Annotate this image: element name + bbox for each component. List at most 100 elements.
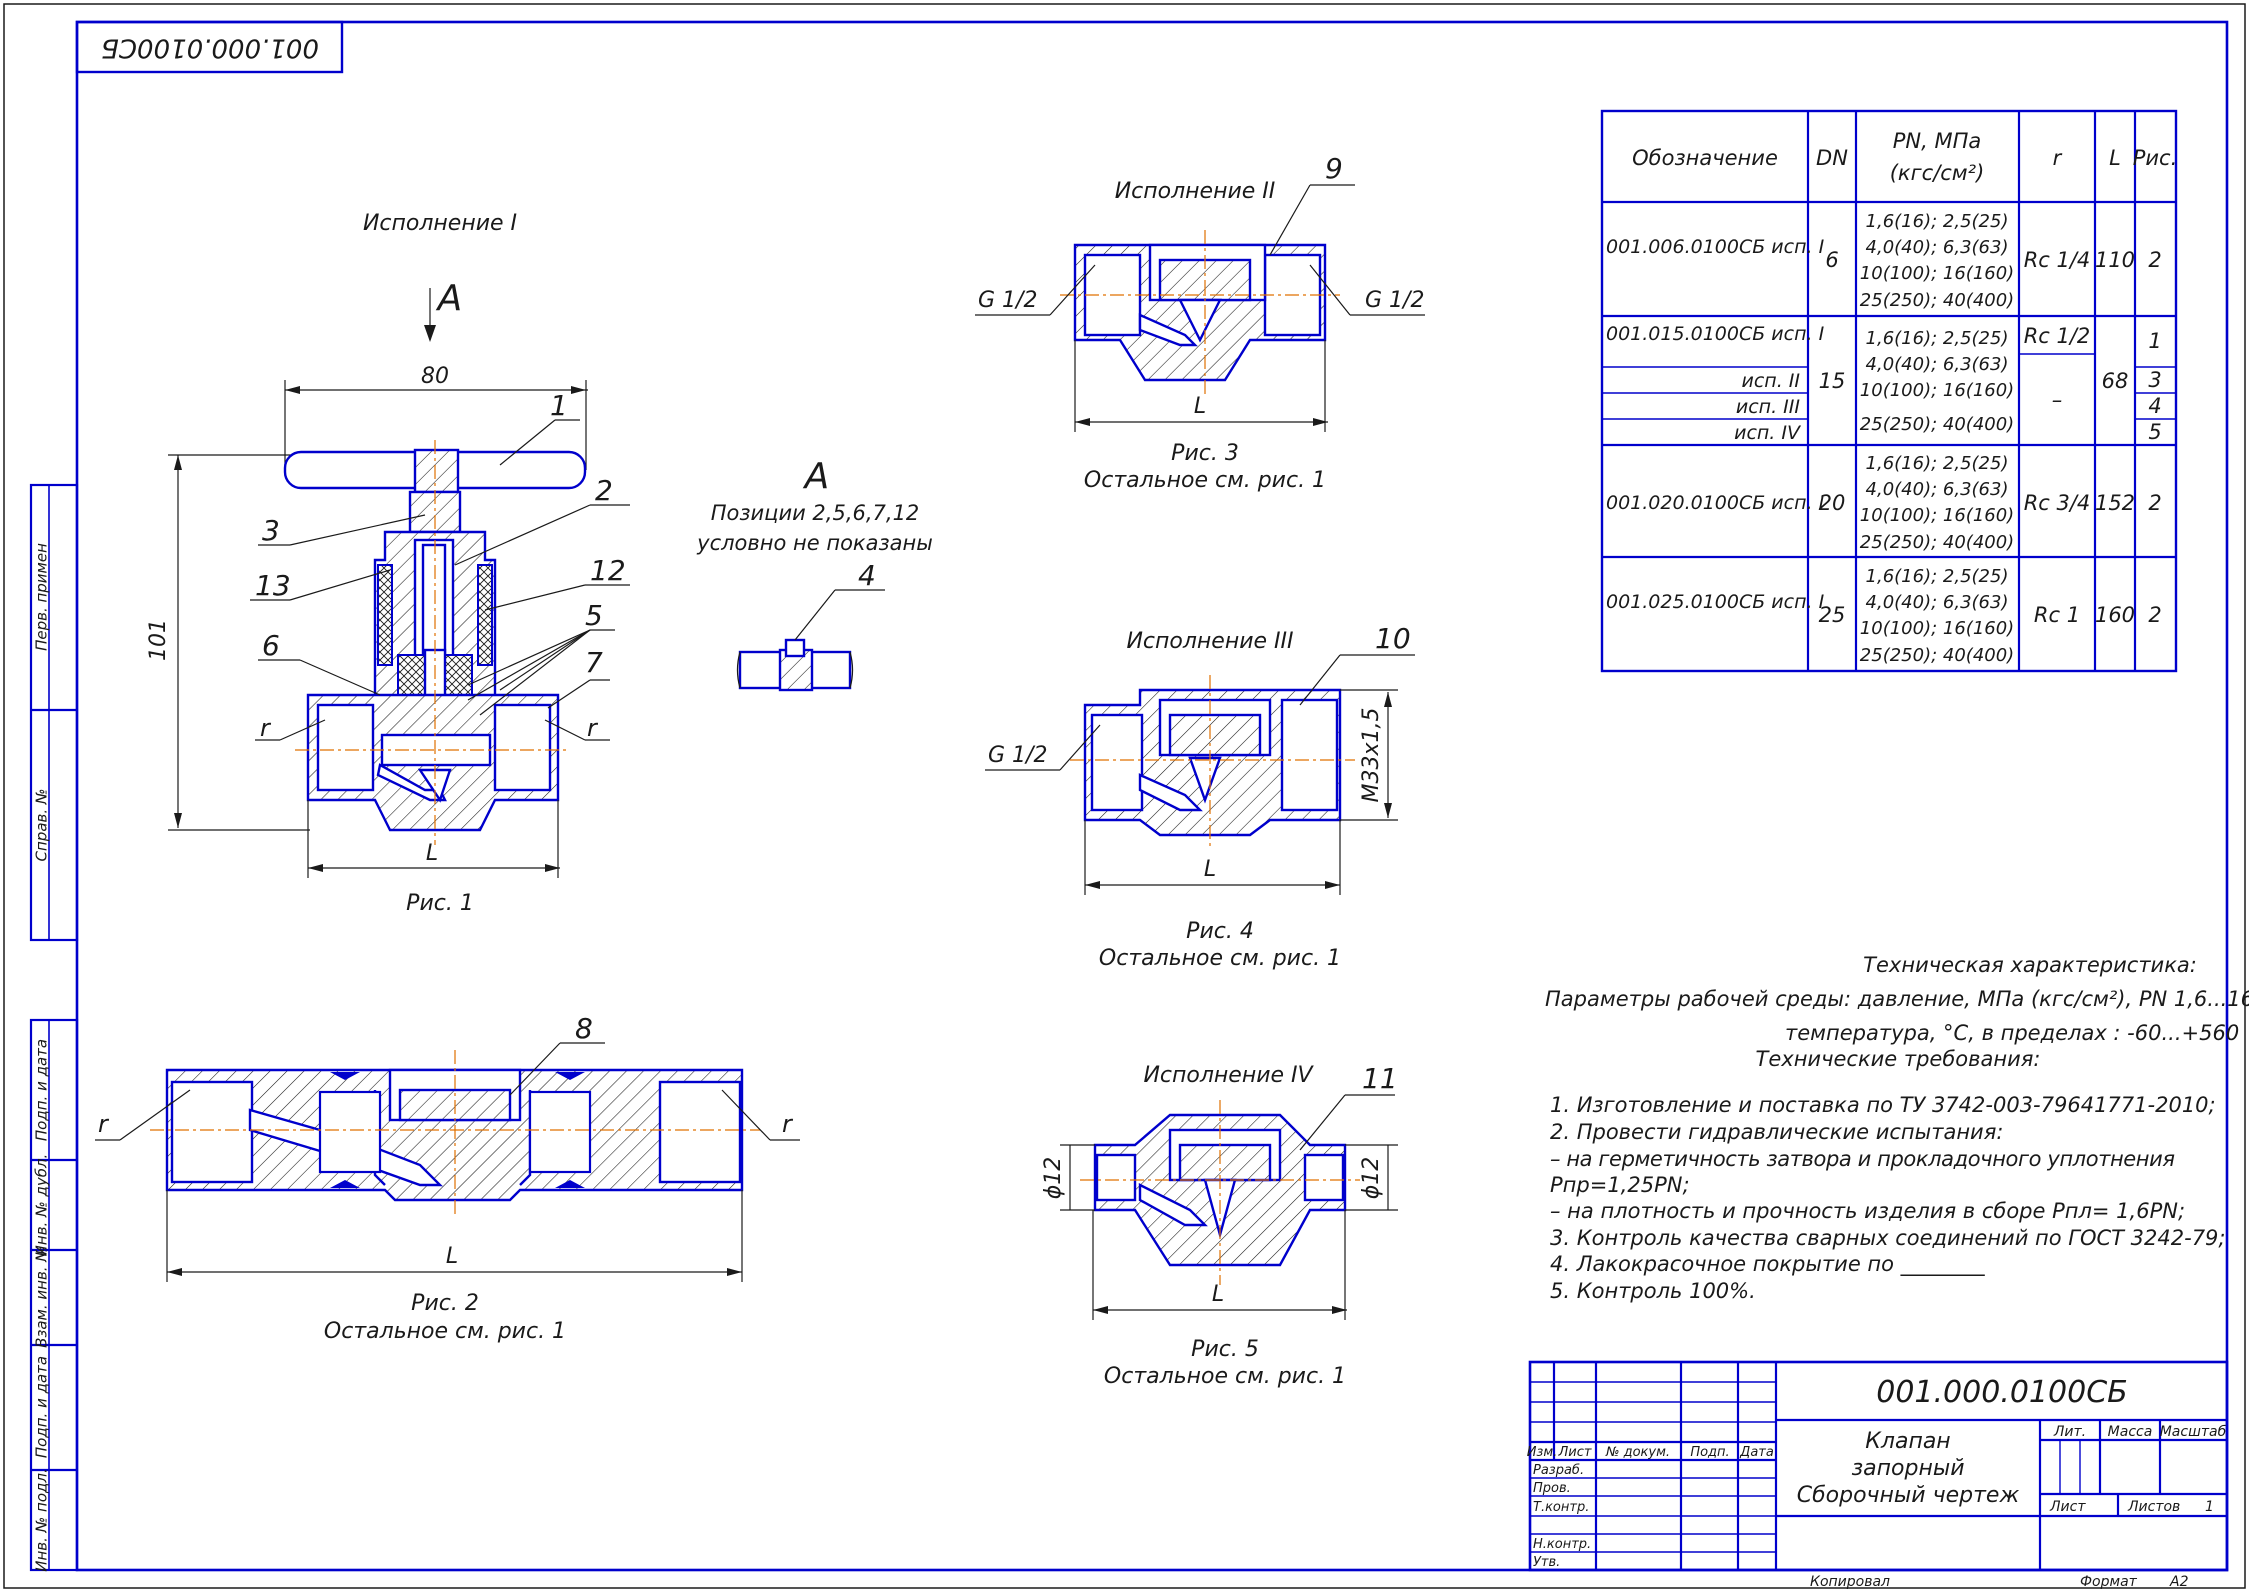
row2-r2: – <box>2052 388 2063 412</box>
fig1-pos-7: 7 <box>585 646 603 679</box>
fig1-r-right: r <box>587 714 599 742</box>
tech-item-3: – на герметичность затвора и прокладочно… <box>1550 1147 2175 1171</box>
fig2-position: 8 <box>575 1012 593 1045</box>
tech-line-2: температура, °С, в пределах : -60...+560 <box>1785 1021 2239 1045</box>
fig1-pos-12: 12 <box>590 554 626 587</box>
th-pn-1: PN, МПа <box>1893 129 1982 153</box>
fig4-position: 10 <box>1375 622 1411 655</box>
fig1-pos-13: 13 <box>255 569 291 602</box>
fig2-note: Остальное см. рис. 1 <box>324 1319 566 1344</box>
fig1-pos-6: 6 <box>262 629 280 662</box>
side-label-7: Инв. № подл. <box>33 1468 51 1571</box>
tb-col-doc: № докум. <box>1605 1445 1670 1460</box>
tb-code: 001.000.0100СБ <box>1876 1375 2127 1410</box>
title-block: 001.000.0100СБ Клапан запорный Сборочный… <box>1527 1360 2229 1590</box>
technical-notes: Техническая характеристика: Параметры ра… <box>1545 953 2249 1303</box>
row4-p2: 4,0(40); 6,3(63) <box>1866 592 2009 613</box>
outer-frame <box>3 3 2246 1589</box>
row2-sub-1: исп. II <box>1741 370 1800 392</box>
th-r: r <box>2053 146 2063 170</box>
figure-4: Исполнение III L M33x1,5 10 G 1/2 Рис. 4… <box>985 622 1415 971</box>
row3-p2: 4,0(40); 6,3(63) <box>1866 479 2009 500</box>
row3-fig: 2 <box>2148 491 2161 515</box>
side-label-3: Подп. и дата <box>33 1039 51 1141</box>
row4-dn: 25 <box>1819 603 1846 627</box>
row4-l: 160 <box>2095 603 2135 627</box>
row2-dn: 15 <box>1819 369 1846 393</box>
row1-p4: 25(250); 40(400) <box>1860 290 2014 311</box>
row4-r: Rc 1 <box>2034 603 2080 627</box>
row3-designation: 001.020.0100СБ исп. I <box>1606 492 1825 514</box>
tb-col-izm: Изм. <box>1527 1445 1558 1460</box>
figure-2: L 8 r r Рис. 2 Остальное см. рис. 1 <box>95 1012 800 1344</box>
tb-sheet: Лист <box>2049 1499 2086 1515</box>
fig3-position: 9 <box>1325 152 1343 185</box>
fig1-pos-3: 3 <box>262 514 280 547</box>
side-label-5: Взам. инв. № <box>33 1246 51 1348</box>
figure-3: Исполнение II L 9 G 1/2 G 1/2 Рис. 3 Ост… <box>975 152 1425 493</box>
fig3-thread-left: G 1/2 <box>978 288 1037 313</box>
fig4-note: Остальное см. рис. 1 <box>1099 946 1341 971</box>
tb-role-5: Утв. <box>1533 1555 1560 1570</box>
row1-fig: 2 <box>2148 248 2161 272</box>
tech-item-1: 1. Изготовление и поставка по ТУ 3742-00… <box>1550 1093 2216 1117</box>
tech-line-1: Параметры рабочей среды: давление, МПа (… <box>1545 987 2249 1011</box>
side-strip: Перв. примен Справ. № Подп. и дата Инв. … <box>29 483 79 1572</box>
row3-p3: 10(100); 16(160) <box>1860 505 2014 526</box>
tech-req-title: Технические требования: <box>1756 1047 2041 1071</box>
fig5-dia-right: ϕ12 <box>1359 1157 1384 1200</box>
row1-designation: 001.006.0100СБ исп. I <box>1606 236 1825 258</box>
row1-p2: 4,0(40); 6,3(63) <box>1866 237 2009 258</box>
th-fig: Рис. <box>2133 146 2178 170</box>
fig5-dim-length: L <box>1212 1282 1224 1307</box>
th-pn-2: (кгс/см²) <box>1890 161 1985 185</box>
tb-role-4: Н.контр. <box>1533 1537 1591 1552</box>
row2-fig-2: 3 <box>2148 368 2161 392</box>
fig4-thread-left: G 1/2 <box>988 743 1047 768</box>
fig2-r-right: r <box>782 1110 794 1138</box>
row2-sub-3: исп. IV <box>1734 422 1802 444</box>
fig5-position: 11 <box>1362 1062 1398 1095</box>
view-a-note-2: условно не показаны <box>696 531 933 555</box>
fig3-thread-right: G 1/2 <box>1365 288 1424 313</box>
fig3-title: Исполнение II <box>1115 179 1276 204</box>
fig1-pos-5: 5 <box>585 599 603 632</box>
row1-l: 110 <box>2095 248 2135 272</box>
row3-r: Rc 3/4 <box>2024 491 2091 515</box>
th-l: L <box>2109 146 2121 170</box>
view-a-note-1: Позиции 2,5,6,7,12 <box>711 501 920 525</box>
fig2-dim-length: L <box>446 1244 458 1269</box>
row1-p1: 1,6(16); 2,5(25) <box>1866 211 2009 232</box>
tb-sheets-count: 1 <box>2205 1499 2214 1515</box>
side-label-4: Инв. № дубл. <box>33 1154 51 1257</box>
fig3-caption: Рис. 3 <box>1171 441 1239 466</box>
row2-fig-3: 4 <box>2148 394 2161 418</box>
row2-r: Rc 1/2 <box>2024 324 2091 348</box>
side-label-2: Справ. № <box>33 789 51 862</box>
fig1-pos-1: 1 <box>550 389 568 422</box>
fig3-note: Остальное см. рис. 1 <box>1084 468 1326 493</box>
row4-designation: 001.025.0100СБ исп. I <box>1606 591 1825 613</box>
fig1-dim-height: 101 <box>146 619 171 661</box>
tb-sheets: Листов <box>2127 1499 2180 1515</box>
row3-l: 152 <box>2095 491 2135 515</box>
tech-item-8: 5. Контроль 100%. <box>1550 1279 1756 1303</box>
fig1-title: Исполнение I <box>363 211 517 236</box>
tb-name-2: запорный <box>1851 1456 1964 1481</box>
row3-p4: 25(250); 40(400) <box>1860 532 2014 553</box>
tb-col-date: Дата <box>1739 1445 1774 1460</box>
row2-fig-4: 5 <box>2148 420 2161 444</box>
tb-format-value: А2 <box>2169 1574 2189 1590</box>
view-a-title: A <box>803 456 830 497</box>
row4-p4: 25(250); 40(400) <box>1860 645 2014 666</box>
row3-p1: 1,6(16); 2,5(25) <box>1866 453 2009 474</box>
tech-item-5: – на плотность и прочность изделия в сбо… <box>1550 1199 2185 1223</box>
row2-designation: 001.015.0100СБ исп. I <box>1606 323 1825 345</box>
figure-5: Исполнение IV L ϕ12 ϕ12 11 Рис. 5 Осталь… <box>1041 1062 1398 1389</box>
tb-name-3: Сборочный чертеж <box>1797 1483 2020 1508</box>
top-stamp: 001.000.0100СБ <box>75 20 344 74</box>
tech-item-6: 3. Контроль качества сварных соединений … <box>1550 1226 2226 1250</box>
th-dn: DN <box>1816 146 1848 170</box>
fig1-r-left: r <box>260 714 272 742</box>
fig2-r-left: r <box>98 1110 110 1138</box>
